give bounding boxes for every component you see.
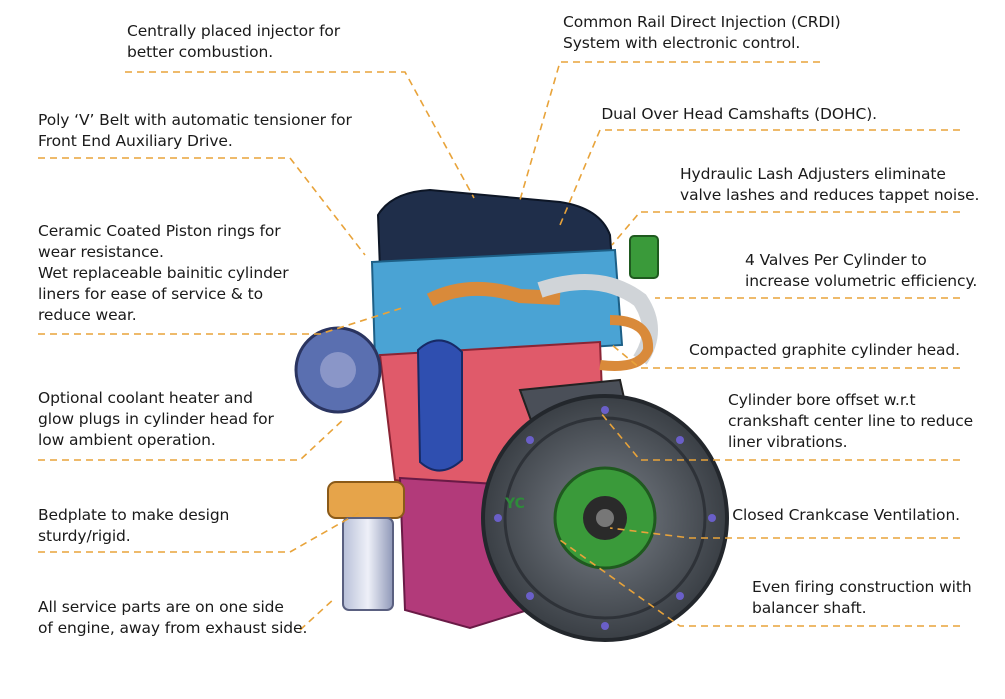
coolant-pipe (426, 281, 561, 307)
leader-lines (38, 61, 960, 631)
callout-bore: Cylinder bore offset w.r.t crankshaft ce… (728, 391, 974, 451)
leader-service (299, 597, 336, 631)
flywheel-bolts (494, 406, 716, 630)
leader-piston (38, 307, 403, 335)
filter-head (327, 481, 405, 519)
leader-injector (125, 71, 475, 199)
cam-cover (376, 188, 614, 272)
leader-bore (599, 411, 960, 461)
callout-injector: Centrally placed injector for better com… (127, 22, 341, 61)
leader-lash (611, 211, 960, 246)
leader-belt (38, 157, 366, 256)
leader-firing (559, 539, 960, 627)
leader-ccv (609, 527, 960, 539)
fuel-pump (416, 339, 463, 472)
callout-ccv: Closed Crankcase Ventilation. (732, 506, 960, 524)
engine-marking: YC (504, 496, 525, 512)
fuel-filter (342, 517, 394, 611)
callout-bedplate: Bedplate to make design sturdy/rigid. (38, 506, 230, 545)
callout-coolant: Optional coolant heater and glow plugs i… (38, 389, 274, 449)
callout-crdi: Common Rail Direct Injection (CRDI) Syst… (563, 13, 841, 52)
callout-valves: 4 Valves Per Cylinder to increase volume… (745, 251, 978, 290)
callout-dohc: Dual Over Head Camshafts (DOHC). (601, 105, 877, 123)
callout-piston: Ceramic Coated Piston rings for wear res… (38, 222, 289, 324)
egr-valve (629, 235, 659, 279)
leader-bedplate (38, 511, 361, 553)
callout-firing: Even firing construction with balancer s… (752, 578, 972, 617)
egr-cooler (599, 315, 654, 371)
callout-lash: Hydraulic Lash Adjusters eliminate valve… (680, 165, 980, 204)
callout-service: All service parts are on one side of eng… (38, 598, 308, 637)
leader-crdi (519, 61, 820, 201)
leader-dohc (559, 129, 960, 226)
leader-coolant (38, 417, 346, 461)
callout-belt: Poly ‘V’ Belt with automatic tensioner f… (38, 111, 352, 150)
callout-graphite: Compacted graphite cylinder head. (689, 341, 960, 359)
